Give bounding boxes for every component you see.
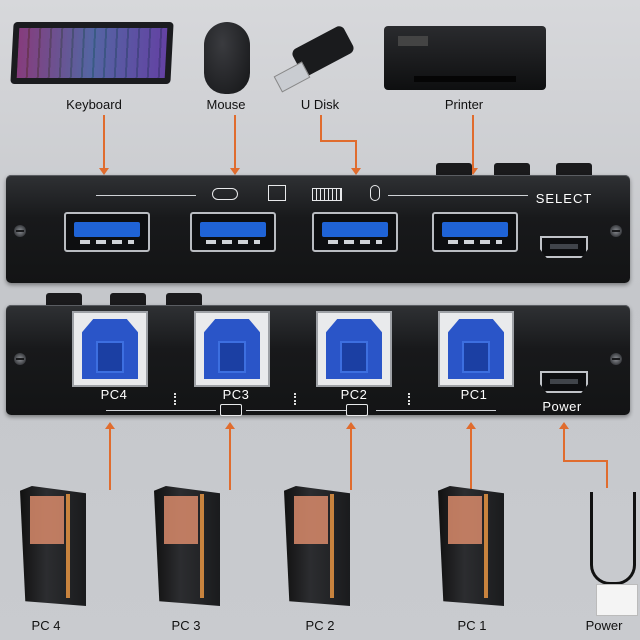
divider-dots	[294, 393, 298, 405]
divider-dots	[174, 393, 178, 405]
arrow-pc4	[105, 422, 115, 490]
arrow-udisk-h	[320, 140, 356, 142]
screw-icon	[610, 353, 622, 365]
arrow-pc3	[225, 422, 235, 490]
divider-line	[388, 195, 528, 196]
pc-label-4: PC 4	[31, 618, 61, 633]
screw-icon	[14, 353, 26, 365]
device-label-udisk: U Disk	[300, 97, 340, 112]
arrow-printer	[468, 115, 478, 175]
mouse-icon	[370, 185, 380, 201]
rear-button-1[interactable]	[46, 293, 82, 305]
port-label-pc2: PC2	[340, 387, 368, 402]
divider-line	[96, 195, 196, 196]
pc-label-1: PC 1	[457, 618, 487, 633]
arrow-pc1	[466, 422, 476, 490]
select-button-3[interactable]	[556, 163, 592, 175]
pc-tower-icon	[20, 486, 86, 611]
rear-button-2[interactable]	[110, 293, 146, 305]
power-port-label: Power	[542, 399, 582, 414]
divider-line	[376, 410, 496, 411]
arrow-keyboard	[99, 115, 109, 175]
pc-tower-icon	[438, 486, 504, 611]
usb-b-port-pc3[interactable]	[194, 311, 270, 387]
power-label: Power	[585, 618, 623, 633]
pc-icon	[220, 404, 242, 416]
usb-b-port-pc1[interactable]	[438, 311, 514, 387]
front-panel: SELECT	[6, 175, 630, 283]
port-label-pc4: PC4	[100, 387, 128, 402]
usb-drive-icon	[272, 24, 362, 93]
device-label-printer: Printer	[444, 97, 484, 112]
select-label: SELECT	[535, 191, 593, 206]
screw-icon	[14, 225, 26, 237]
mouse-icon	[204, 22, 250, 94]
arrow-udisk	[351, 140, 361, 175]
power-cable-icon	[590, 492, 636, 585]
divider-dots	[408, 393, 412, 405]
pc-icon	[346, 404, 368, 416]
usb-b-port-pc4[interactable]	[72, 311, 148, 387]
pc-label-3: PC 3	[171, 618, 201, 633]
hdmi-port-rear[interactable]	[540, 371, 588, 393]
arrow-mouse	[230, 115, 240, 175]
power-adapter-icon	[596, 584, 638, 616]
pc-label-2: PC 2	[305, 618, 335, 633]
arrow-pc2	[346, 422, 356, 490]
arrow-udisk-v	[320, 115, 322, 141]
rear-button-3[interactable]	[166, 293, 202, 305]
keyboard-icon	[312, 188, 342, 201]
port-label-pc3: PC3	[222, 387, 250, 402]
usb-a-port-2[interactable]	[190, 212, 276, 252]
port-label-pc1: PC1	[460, 387, 488, 402]
arrow-power-v	[559, 422, 569, 462]
select-button-2[interactable]	[494, 163, 530, 175]
rear-panel: PC4 PC3 PC2 PC1 Power	[6, 305, 630, 416]
usb-a-port-4[interactable]	[432, 212, 518, 252]
printer-icon	[384, 26, 546, 90]
usb-drive-icon	[212, 188, 238, 200]
usb-a-port-3[interactable]	[312, 212, 398, 252]
hdmi-port-front[interactable]	[540, 236, 588, 258]
arrow-power-h	[563, 460, 608, 462]
usb-a-port-1[interactable]	[64, 212, 150, 252]
device-label-keyboard: Keyboard	[66, 97, 122, 112]
divider-line	[106, 410, 216, 411]
device-label-mouse: Mouse	[206, 97, 246, 112]
usb-b-port-pc2[interactable]	[316, 311, 392, 387]
pc-tower-icon	[284, 486, 350, 611]
pc-tower-icon	[154, 486, 220, 611]
select-button-1[interactable]	[436, 163, 472, 175]
printer-icon	[268, 185, 286, 201]
divider-line	[246, 410, 346, 411]
arrow-power-v2	[606, 460, 608, 488]
keyboard-icon	[10, 22, 174, 84]
screw-icon	[610, 225, 622, 237]
